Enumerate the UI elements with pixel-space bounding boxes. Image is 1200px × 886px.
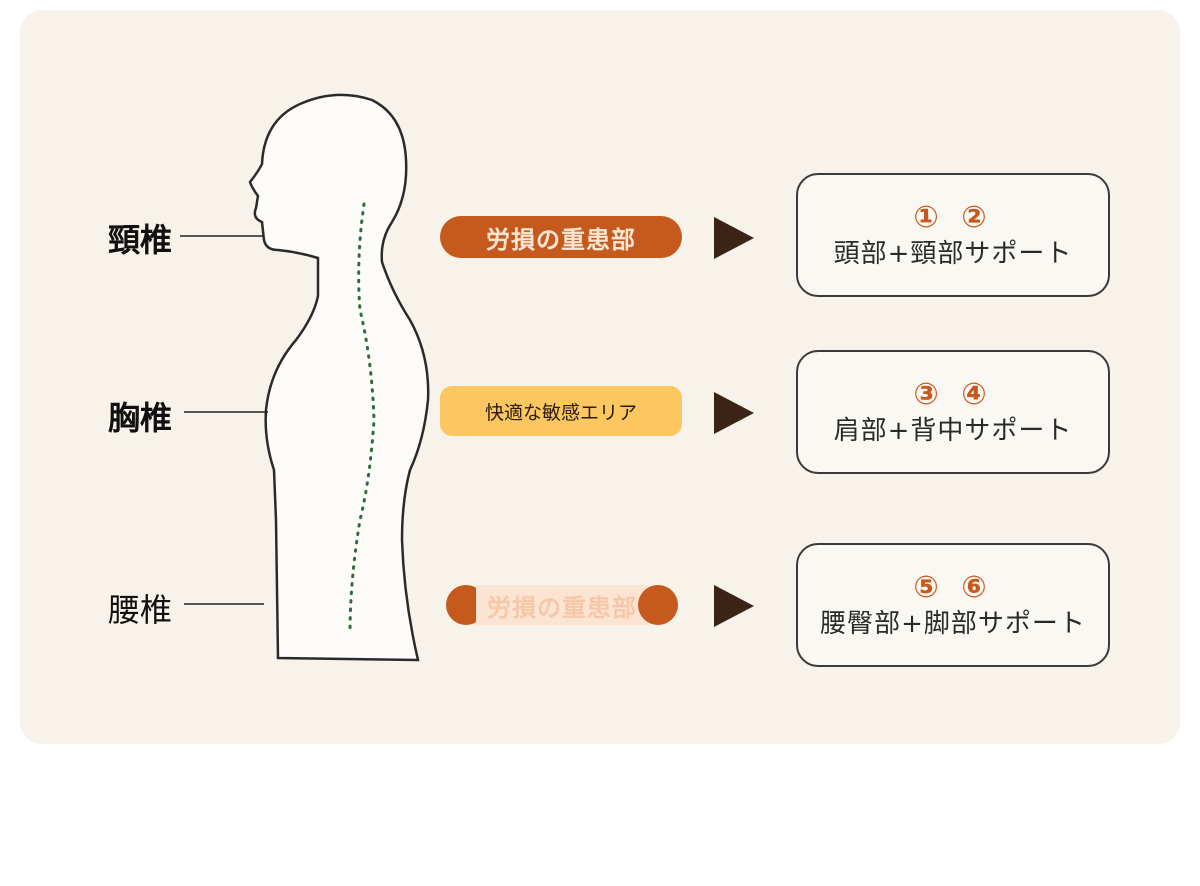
support-text: 腰臀部+脚部サポート — [820, 609, 1086, 640]
thoracic-label: 胸椎 — [108, 399, 173, 437]
support-text: 頭部+頸部サポート — [833, 239, 1073, 270]
body-silhouette — [248, 93, 430, 662]
tag-cap-right — [638, 585, 678, 625]
support-numbers: ① ② — [913, 200, 993, 236]
support-numbers: ③ ④ — [913, 377, 993, 413]
lumbar-label: 腰椎 — [108, 591, 173, 629]
support-box-head-neck: ① ② 頭部+頸部サポート — [796, 173, 1110, 297]
strain-area-tag: 労損の重患部 — [440, 216, 682, 258]
support-box-hip-legs: ⑤ ⑥ 腰臀部+脚部サポート — [796, 543, 1110, 667]
spine-line — [348, 202, 376, 636]
strain-area-tag-faded: 労損の重患部 — [446, 585, 678, 625]
play-arrow-icon — [714, 217, 754, 259]
play-arrow-icon — [714, 392, 754, 434]
support-text: 肩部+背中サポート — [833, 416, 1073, 447]
play-arrow-icon — [714, 585, 754, 627]
support-box-shoulder-back: ③ ④ 肩部+背中サポート — [796, 350, 1110, 474]
comfort-area-tag: 快適な敏感エリア — [440, 386, 682, 436]
comfort-area-tag-label: 快適な敏感エリア — [484, 401, 637, 424]
cervical-label: 頸椎 — [108, 221, 173, 259]
tag-middle — [476, 585, 648, 625]
strain-area-tag-label: 労損の重患部 — [486, 225, 636, 254]
support-numbers: ⑤ ⑥ — [913, 570, 993, 606]
strain-area-tag-faded-label: 労損の重患部 — [487, 593, 637, 622]
